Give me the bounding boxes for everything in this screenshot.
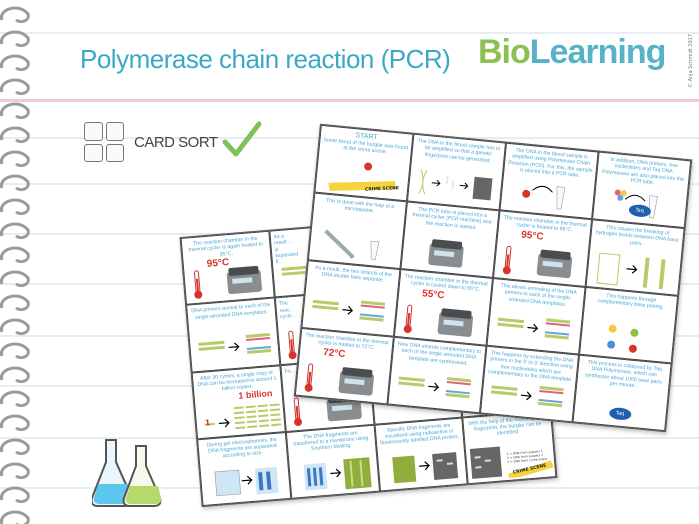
- strands-illustration-icon: [497, 317, 571, 340]
- sort-card[interactable]: As a result, the two strands of the DNA …: [301, 260, 401, 337]
- gel-illustration-icon: [214, 466, 279, 497]
- bases-illustration-icon: [596, 252, 666, 290]
- spiral-binding-icon: [0, 6, 30, 524]
- strands-illustration-icon: [398, 376, 472, 399]
- pipette-illustration-icon: [324, 229, 380, 260]
- flasks-icon: [92, 439, 162, 507]
- cycler-thermo-illustration-icon: [403, 304, 474, 337]
- card-text: The PCR tube is placed into a thermal cy…: [412, 206, 492, 231]
- card-text: This allows annealing of the DNA primers…: [500, 282, 577, 308]
- thermo-illustration-icon: [287, 330, 297, 359]
- sort-card[interactable]: Specific DNA fragments are visualised us…: [374, 417, 468, 492]
- page-title: Polymerase chain reaction (PCR): [80, 44, 451, 74]
- fingerprint-illustration-icon: [470, 446, 554, 480]
- cycler-thermo-illustration-icon: [502, 245, 573, 279]
- cycler-illustration-icon: [428, 239, 464, 268]
- single-copy-label: 1: [204, 417, 211, 428]
- card-text: This causes the breaking of hydrogen bon…: [595, 224, 679, 247]
- sort-card[interactable]: This allows annealing of the DNA primers…: [486, 278, 586, 355]
- biolearning-logo: BioLearning: [478, 33, 666, 71]
- sort-card[interactable]: DNA primers anneal to each of the single…: [186, 297, 281, 373]
- sort-card[interactable]: This causes the breaking of hydrogen bon…: [585, 219, 685, 296]
- sort-card[interactable]: The DNA in the blood sample is amplified…: [499, 142, 599, 220]
- sort-card[interactable]: New DNA strands complementary to each of…: [387, 336, 487, 414]
- strands-illustration-icon: [312, 299, 386, 322]
- card-sheet-back: The reaction chamber in the thermal cycl…: [179, 207, 558, 508]
- sort-card[interactable]: This happens by extending the DNA primer…: [479, 345, 580, 423]
- sort-card[interactable]: This is done with the help of a micropip…: [307, 192, 407, 270]
- sort-card[interactable]: The DNA in the blood sample has to be am…: [406, 133, 507, 211]
- probe-illustration-icon: [391, 452, 458, 484]
- card-text: The DNA in the blood sample has to be am…: [417, 138, 501, 164]
- molecules-illustration-icon: [607, 324, 639, 353]
- copies-illustration-icon: [204, 403, 282, 429]
- sort-card[interactable]: The reaction chamber in the thermal cycl…: [180, 230, 275, 306]
- margin-line: [0, 99, 699, 102]
- sort-card[interactable]: With the help of the resulting DNA finge…: [462, 409, 557, 485]
- taq-tube-illustration-icon: [614, 189, 658, 219]
- card-text: New DNA strands complementary to each of…: [397, 341, 482, 367]
- sort-card[interactable]: The DNA fragments are transferred to a m…: [285, 424, 380, 499]
- taq-illustration-icon: [574, 386, 667, 428]
- card-text: During gel electrophoresis, the DNA frag…: [206, 436, 278, 460]
- crime-illustration-icon: [328, 162, 397, 191]
- checkmark-icon: [222, 121, 262, 157]
- card-sort-icon: [84, 122, 124, 162]
- card-text: DNA primers anneal to each of the single…: [191, 302, 271, 321]
- cycler-thermo-illustration-icon: [304, 363, 374, 396]
- sort-card[interactable]: This process is catalysed by Taq DNA Pol…: [572, 354, 672, 432]
- sort-card[interactable]: The reac… cycle…: [274, 290, 369, 365]
- activity-label: CARD SORT: [134, 134, 218, 151]
- card-text: As a result, the two strands of the DNA …: [314, 264, 393, 284]
- blot-illustration-icon: [303, 457, 372, 491]
- sort-card[interactable]: The PCR tube is placed into a thermal cy…: [400, 201, 500, 278]
- card-text: The DNA fragments are transferred to a m…: [293, 429, 369, 453]
- sort-card[interactable]: In addition, DNA primers, free nucleotid…: [592, 151, 692, 229]
- strands-illustration-icon: [198, 332, 272, 354]
- card-text: Specific DNA fragments are visualised us…: [380, 422, 460, 447]
- sort-card[interactable]: The reaction chamber in the thermal cycl…: [493, 210, 593, 287]
- card-text: This happens through complementary base …: [597, 292, 665, 311]
- ruled-line: [0, 32, 699, 34]
- sort-card[interactable]: After 30 cycles, a single copy of DNA ca…: [191, 364, 286, 440]
- sort-card[interactable]: The reaction chamber in the thermal cycl…: [393, 269, 493, 346]
- tube-illustration-icon: [522, 185, 566, 210]
- sort-card[interactable]: This happens through complementary base …: [579, 286, 679, 364]
- sort-card[interactable]: During gel electrophoresis, the DNA frag…: [197, 431, 292, 507]
- sort-card[interactable]: The reaction chamber in the thermal cycl…: [294, 327, 394, 405]
- cycler-thermo-illustration-icon: [194, 266, 263, 299]
- copyright: © Anja Schmidt 2017: [688, 33, 694, 88]
- extend-illustration-icon: [490, 385, 564, 408]
- amplify-illustration-icon: [418, 169, 493, 201]
- card-text: This is done with the help of a micropip…: [325, 197, 395, 215]
